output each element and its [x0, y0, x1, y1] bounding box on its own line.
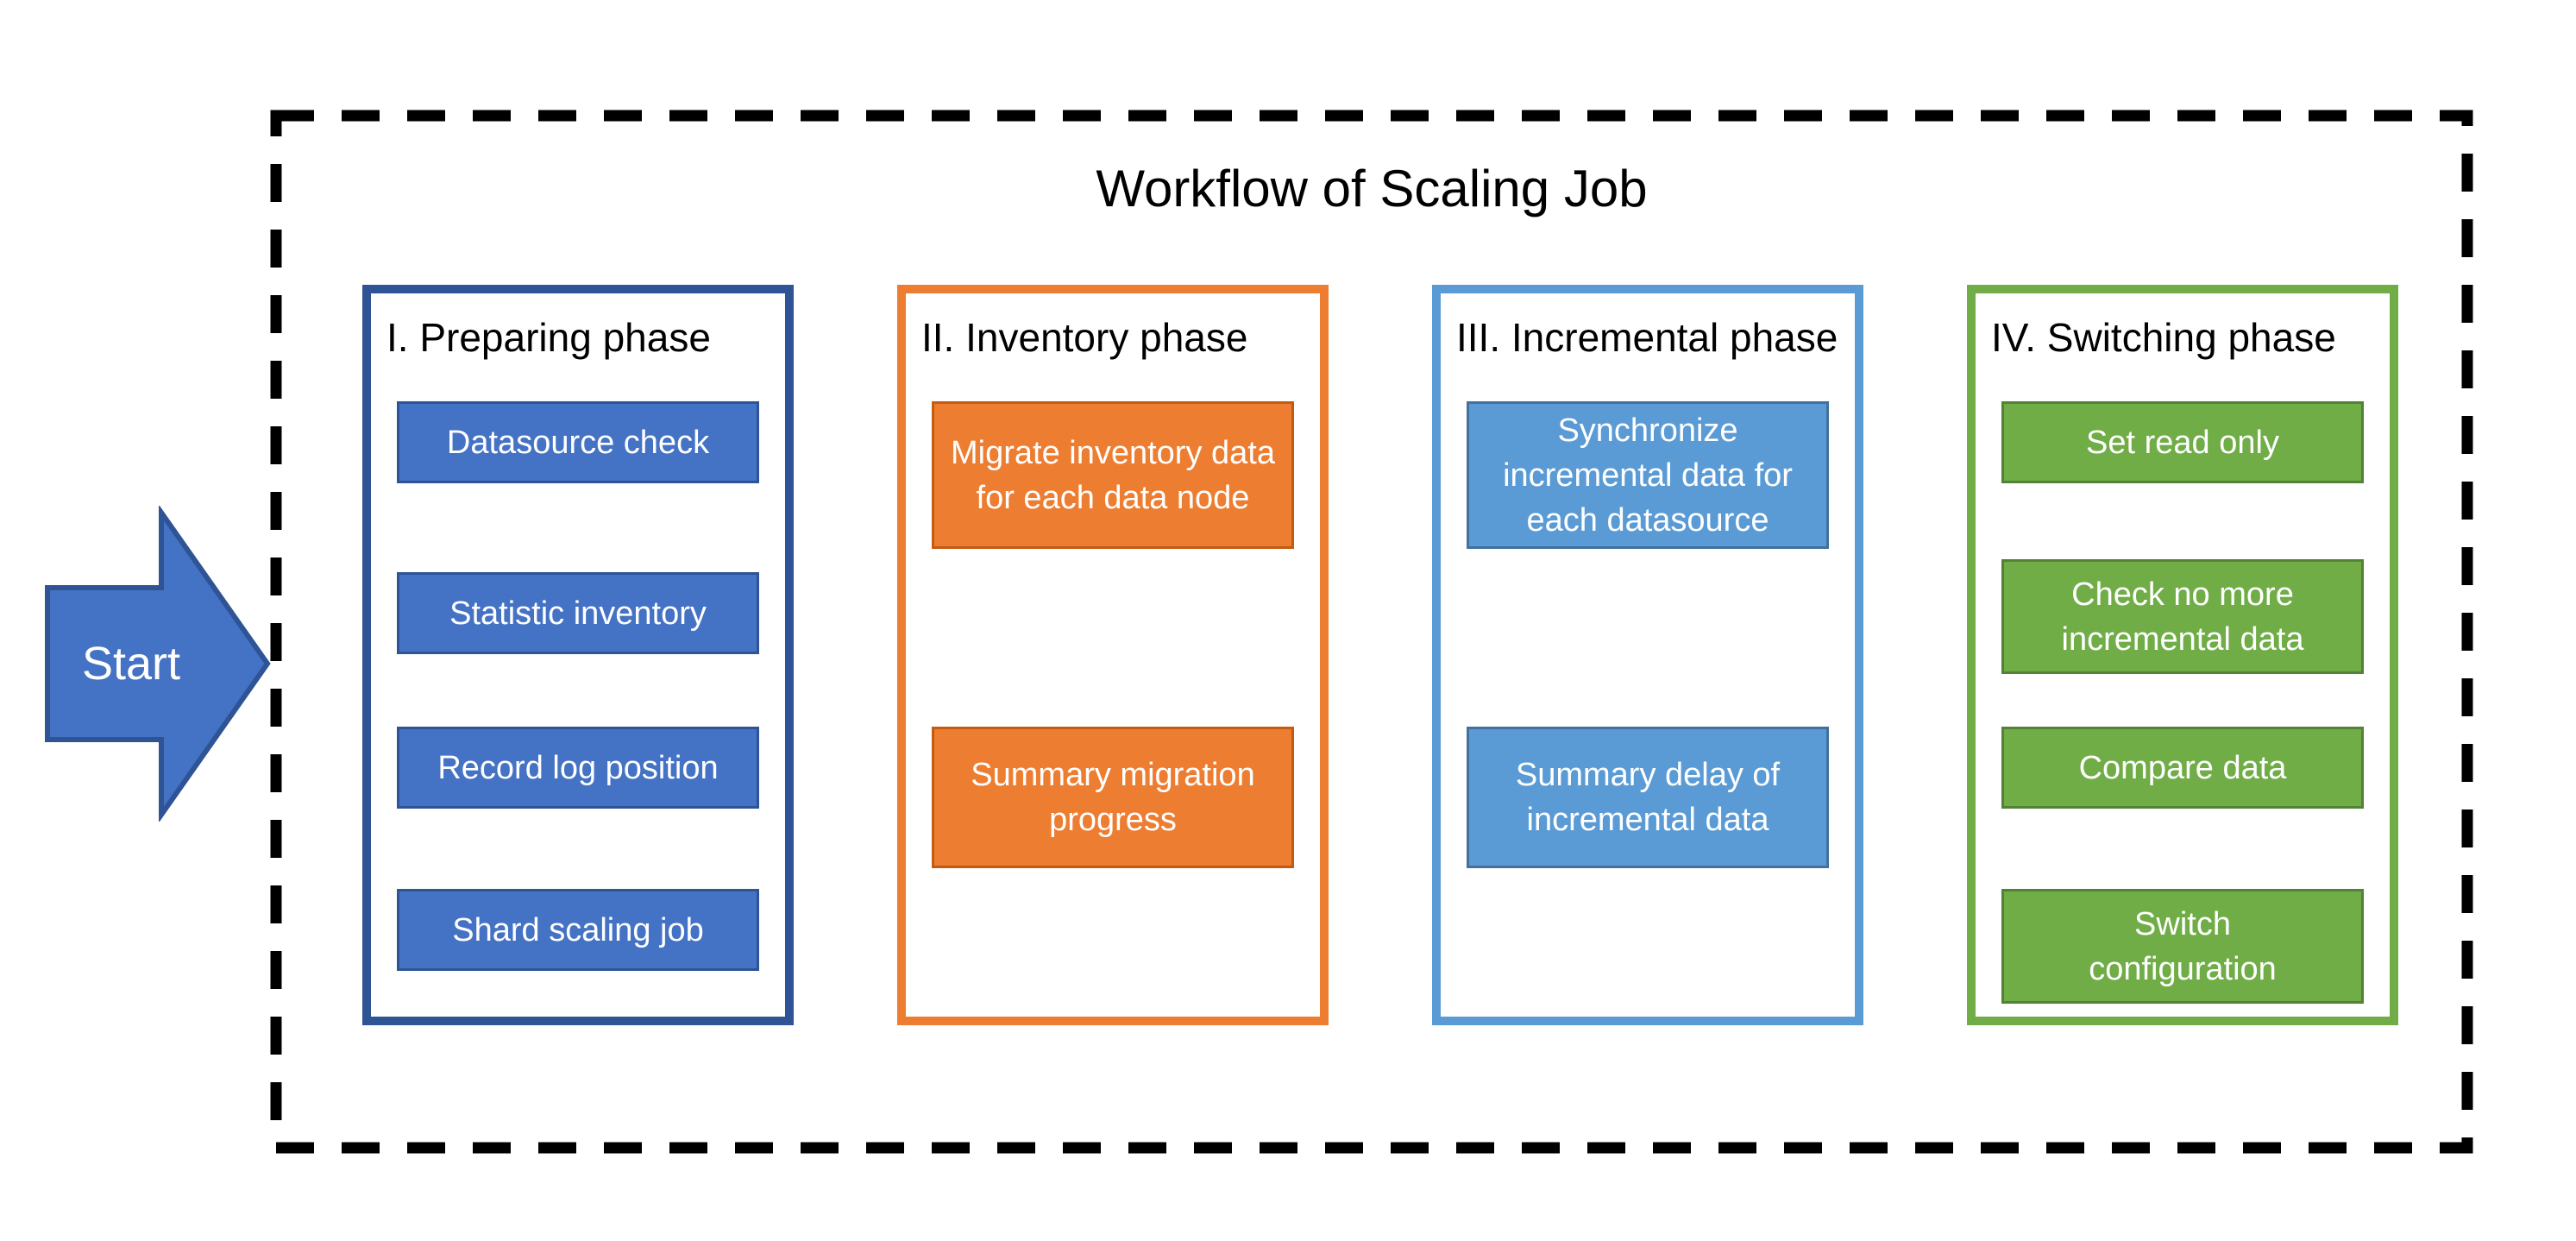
task-label: Check no more incremental data: [2061, 576, 2304, 658]
task-statistic-inventory: Statistic inventory: [397, 572, 759, 654]
phase-preparing-title: I. Preparing phase: [386, 315, 711, 360]
task-record-log-position: Record log position: [397, 727, 759, 809]
task-migrate-inventory-data: Migrate inventory data for each data nod…: [932, 401, 1294, 549]
start-arrow-shape: [45, 506, 271, 822]
task-set-read-only: Set read only: [2001, 401, 2364, 483]
task-check-no-more-incremental-data: Check no more incremental data: [2001, 559, 2364, 674]
phase-incremental-title: III. Incremental phase: [1456, 315, 1838, 360]
phase-inventory: II. Inventory phase Migrate inventory da…: [897, 285, 1329, 1025]
task-summary-migration-progress: Summary migration progress: [932, 727, 1294, 868]
phase-preparing: I. Preparing phase Datasource check Stat…: [362, 285, 794, 1025]
task-summary-delay: Summary delay of incremental data: [1467, 727, 1829, 868]
task-datasource-check: Datasource check: [397, 401, 759, 483]
task-label: Datasource check: [446, 424, 710, 461]
task-label: Compare data: [2078, 749, 2287, 786]
task-label: Summary delay of incremental data: [1515, 757, 1781, 838]
task-label: Shard scaling job: [452, 911, 704, 948]
task-shard-scaling-job: Shard scaling job: [397, 889, 759, 971]
task-label: Migrate inventory data for each data nod…: [951, 434, 1275, 516]
task-label: Record log position: [437, 749, 719, 786]
start-arrow: Start: [45, 506, 273, 822]
task-label: Summary migration progress: [971, 757, 1255, 838]
task-label: Switch configuration: [2089, 905, 2277, 987]
task-label: Statistic inventory: [449, 595, 707, 632]
task-label: Synchronize incremental data for each da…: [1503, 412, 1793, 539]
task-synchronize-incremental-data: Synchronize incremental data for each da…: [1467, 401, 1829, 549]
diagram-title: Workflow of Scaling Job: [1096, 160, 1648, 217]
phase-switching: IV. Switching phase Set read only Check …: [1967, 285, 2398, 1025]
phase-incremental: III. Incremental phase Synchronize incre…: [1432, 285, 1863, 1025]
task-switch-configuration: Switch configuration: [2001, 889, 2364, 1004]
phase-switching-title: IV. Switching phase: [1991, 315, 2336, 360]
phase-inventory-title: II. Inventory phase: [921, 315, 1248, 360]
task-compare-data: Compare data: [2001, 727, 2364, 809]
task-label: Set read only: [2086, 424, 2279, 461]
start-arrow-label: Start: [81, 638, 181, 690]
